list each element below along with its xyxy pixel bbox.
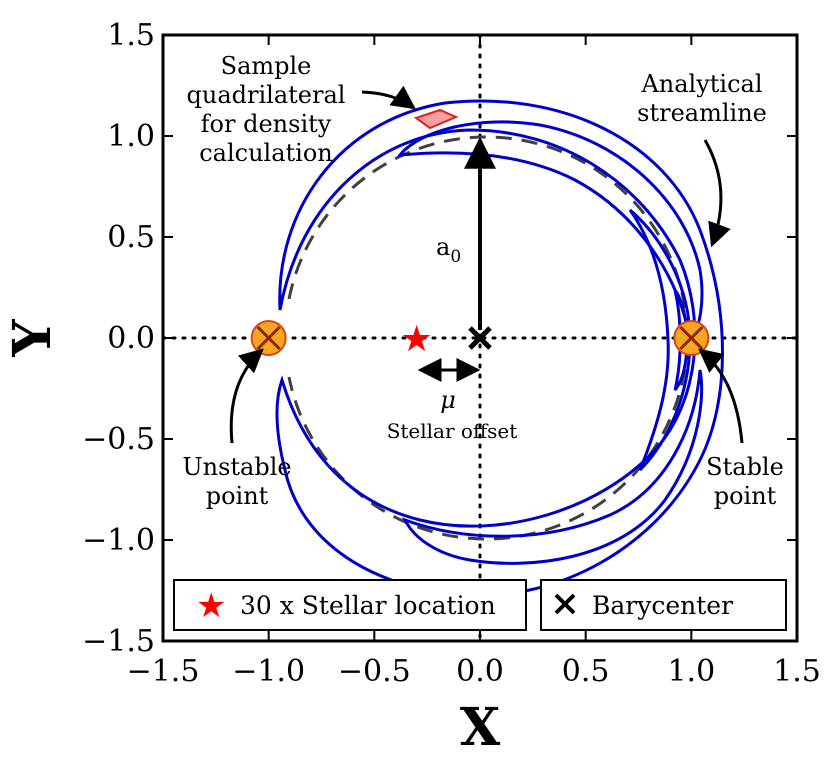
stable-line-1: Stable xyxy=(706,453,784,481)
analytical-arrow xyxy=(703,139,731,248)
legend-box-left xyxy=(173,579,527,631)
sample-quad-line-3: for density xyxy=(201,110,332,138)
y-axis-title: Y xyxy=(2,319,63,358)
a0-label: a0 xyxy=(436,233,461,267)
legend-box-right xyxy=(540,579,787,631)
y-tick-label: −1.5 xyxy=(82,624,155,659)
legend-right-label: Barycenter xyxy=(592,591,733,620)
y-tick-label: 0.5 xyxy=(107,220,155,255)
x-tick-label: 1.5 xyxy=(773,654,821,689)
streamline-outer-horseshoe xyxy=(275,99,724,597)
sample-quad-line-1: Sample xyxy=(221,52,312,80)
sample-quadrilateral xyxy=(413,108,459,130)
sample-quad-arrow xyxy=(361,85,416,110)
stellar-location-star: ★ xyxy=(400,319,432,360)
analytical-line-2: streamline xyxy=(637,99,767,127)
lagrange-point-cross xyxy=(256,325,281,351)
x-tick-label: 0.0 xyxy=(456,654,504,689)
unstable-line-2: point xyxy=(206,482,269,510)
stellar-offset-label: Stellar offset xyxy=(387,419,518,443)
x-axis-title: X xyxy=(460,697,501,758)
unstable-arrow xyxy=(229,348,264,444)
lagrange-point-cross xyxy=(679,325,704,351)
y-tick-label: 0.0 xyxy=(107,321,155,356)
x-tick-label: −0.5 xyxy=(338,654,411,689)
stable-arrow xyxy=(698,348,744,444)
x-tick-label: −1.5 xyxy=(127,654,200,689)
x-tick-label: 1.0 xyxy=(667,654,715,689)
legend-left-label: 30 x Stellar location xyxy=(240,591,496,620)
streamline-upper-crescent xyxy=(396,120,704,344)
sample-quad-line-2: quadrilateral xyxy=(187,81,346,109)
legend-x-icon xyxy=(554,593,576,615)
sample-quad-line-4: calculation xyxy=(199,139,333,167)
y-tick-label: −0.5 xyxy=(82,422,155,457)
y-tick-label: 1.0 xyxy=(107,119,155,154)
x-tick-label: 0.5 xyxy=(562,654,610,689)
streamline-lower-crescent xyxy=(401,369,704,565)
streamline-inner-tadpole xyxy=(628,208,692,472)
analytical-line-1: Analytical xyxy=(640,70,762,98)
y-tick-label: 1.5 xyxy=(107,18,155,53)
streamline-innermost-tadpole xyxy=(673,289,689,391)
x-tick-label: −1.0 xyxy=(232,654,305,689)
stable-line-2: point xyxy=(714,482,777,510)
tick-layer: −1.5 −1.0 −0.5 0.0 0.5 1.0 1.5 1.5 1.0 0.5 0.0 −0.5… xyxy=(82,18,821,689)
y-tick-label: −1.0 xyxy=(82,523,155,558)
legend-star-icon: ★ xyxy=(196,586,226,626)
unstable-line-1: Unstable xyxy=(182,453,291,481)
mu-label: μ xyxy=(440,386,456,414)
marker-layer: ★ xyxy=(250,319,710,360)
barycenter-marker xyxy=(468,326,492,350)
